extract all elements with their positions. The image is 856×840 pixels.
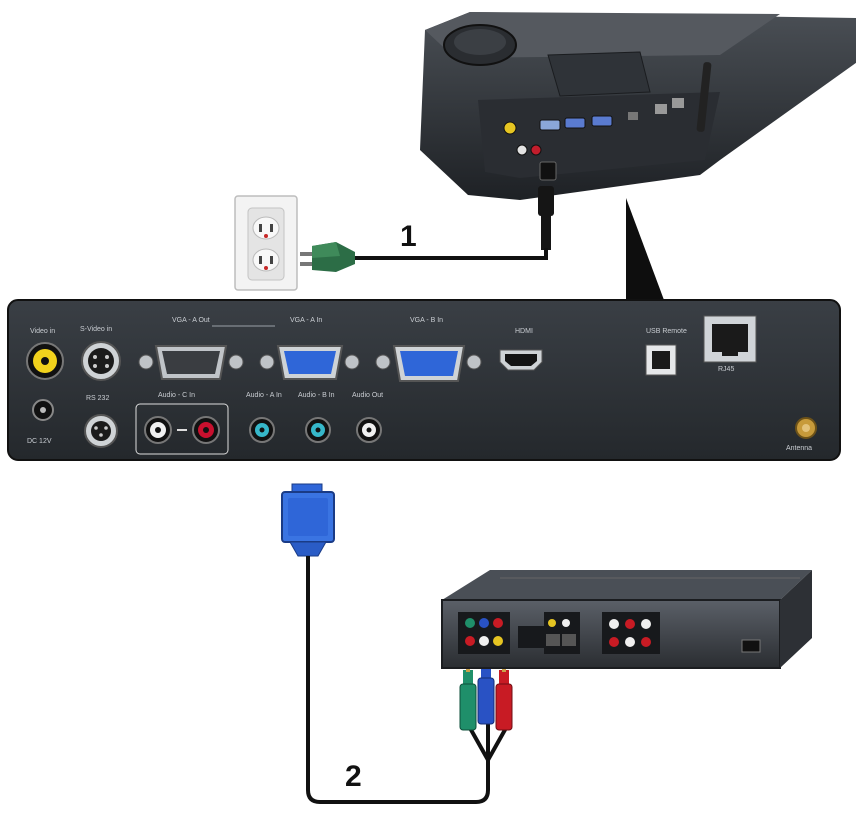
audio-a-in-jack xyxy=(249,417,275,443)
dvd-player-icon xyxy=(441,570,812,669)
label-audio-b-in: Audio - B In xyxy=(298,392,335,399)
audio-out-jack xyxy=(356,417,382,443)
label-vga-b-in: VGA - B In xyxy=(410,317,443,324)
label-dc-12v: DC 12V xyxy=(27,438,52,445)
callout-1-label: 1 xyxy=(400,220,417,253)
zoom-indicator xyxy=(626,198,664,300)
label-audio-a-in: Audio - A In xyxy=(246,392,282,399)
s-video-in-jack xyxy=(81,341,121,381)
label-rj45: RJ45 xyxy=(718,366,734,373)
label-audio-c-in: Audio - C In xyxy=(158,392,195,399)
vga-b-in-port xyxy=(375,345,482,382)
label-usb-remote: USB Remote xyxy=(646,328,687,335)
antenna-connector xyxy=(795,417,817,439)
vga-plug-icon xyxy=(281,483,335,557)
hdmi-port xyxy=(499,349,543,371)
vga-a-out-port xyxy=(138,345,244,380)
label-s-video-in: S-Video in xyxy=(80,326,112,333)
label-vga-a-in: VGA - A In xyxy=(290,317,322,324)
label-antenna: Antenna xyxy=(786,445,812,452)
label-audio-out: Audio Out xyxy=(352,392,383,399)
projector-icon xyxy=(420,12,856,200)
audio-b-in-jack xyxy=(305,417,331,443)
usb-remote-port xyxy=(645,344,677,376)
rs232-port xyxy=(84,414,118,448)
label-hdmi: HDMI xyxy=(515,328,533,335)
dc-12v-jack xyxy=(32,399,54,421)
power-plug-icon xyxy=(300,242,355,272)
label-vga-a-out: VGA - A Out xyxy=(172,317,210,324)
component-cable xyxy=(306,556,508,804)
label-video-in: Video in xyxy=(30,328,55,335)
projector-power-cord xyxy=(352,186,554,260)
vga-a-in-port xyxy=(259,345,360,380)
label-rs232: RS 232 xyxy=(86,395,109,402)
audio-c-in-jacks xyxy=(135,403,229,455)
projector-back-panel: Video in S-Video in VGA - A Out VGA - A … xyxy=(7,299,841,461)
wall-outlet-icon xyxy=(234,195,298,291)
callout-2-label: 2 xyxy=(345,760,362,793)
rj45-port xyxy=(703,315,757,363)
video-in-jack xyxy=(26,342,64,380)
